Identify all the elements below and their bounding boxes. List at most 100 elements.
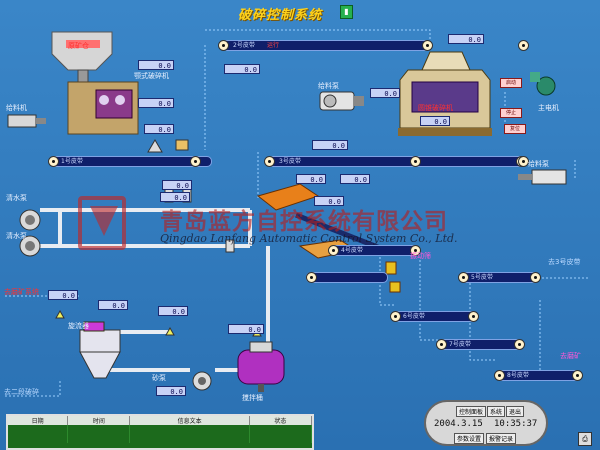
- company-name-cn: 青岛蓝方自控系统有限公司: [160, 209, 448, 235]
- cyclone-label: 旋流器: [68, 322, 89, 330]
- roller-icon: [436, 339, 447, 350]
- roller-icon: [264, 156, 275, 167]
- display-15: 0.0: [228, 324, 264, 334]
- right-pump-label: 给料泵: [528, 160, 549, 168]
- alarm-header-date: 日期: [8, 416, 69, 425]
- alarm-header-message: 信息文本: [129, 416, 250, 425]
- exit-button[interactable]: 退出: [506, 406, 525, 417]
- belt-1-label: 1号皮带: [61, 158, 83, 165]
- display-6: 0.0: [370, 88, 400, 98]
- cone-crusher-label: 圆锥破碎机: [418, 104, 453, 112]
- belt-6-label: 6号皮带: [403, 313, 425, 320]
- roller-icon: [530, 272, 541, 283]
- belt-6[interactable]: 6号皮带: [392, 311, 478, 322]
- company-logo: 青岛蓝方自控系统有限公司 Qingdao Lanfang Automatic C…: [78, 196, 586, 256]
- display-12: 0.0: [48, 290, 78, 300]
- display-13: 0.0: [98, 300, 128, 310]
- roller-icon: [458, 272, 469, 283]
- crusher-label: 颚式破碎机: [134, 72, 169, 80]
- top-pump-label: 给料泵: [318, 82, 339, 90]
- display-1: 0.0: [138, 60, 174, 70]
- roller-icon: [390, 311, 401, 322]
- date-display: 2004.3.15: [434, 419, 483, 429]
- belt-7[interactable]: 7号皮带: [438, 339, 524, 350]
- roller-icon: [328, 245, 339, 256]
- display-3: 0.0: [144, 124, 174, 134]
- tank-label: 搅拌桶: [242, 394, 263, 402]
- water-pump-2-label: 清水泵: [6, 232, 27, 240]
- belt-8[interactable]: 8号皮带: [496, 370, 582, 381]
- stop-button[interactable]: 停止: [500, 108, 522, 118]
- roller-icon: [190, 156, 201, 167]
- roller-icon: [306, 272, 317, 283]
- roller-icon: [514, 339, 525, 350]
- to-mill-label: 去磨矿系统: [4, 288, 39, 296]
- roller-icon: [518, 40, 529, 51]
- hopper-label: 原矿仓: [68, 42, 89, 50]
- belt-1[interactable]: 1号皮带: [50, 156, 212, 167]
- system-button[interactable]: 系统: [487, 406, 506, 417]
- display-5: 0.0: [448, 34, 484, 44]
- belt-5-label: 5号皮带: [471, 274, 493, 281]
- belt-7-label: 7号皮带: [449, 341, 471, 348]
- display-2: 0.0: [138, 98, 174, 108]
- table-row[interactable]: [8, 431, 313, 437]
- belt-2[interactable]: 2号皮带 运行: [222, 40, 432, 51]
- belt-9[interactable]: [306, 272, 388, 283]
- roller-icon: [422, 40, 433, 51]
- feeder-label: 给料机: [6, 104, 27, 112]
- display-17: 0.0: [160, 192, 190, 202]
- sand-pump-label: 砂泵: [152, 374, 166, 382]
- right-label-2: 去磨矿: [560, 352, 581, 360]
- roller-icon: [518, 156, 529, 167]
- company-logo-mark: [78, 196, 126, 250]
- main-motor-label: 主电机: [538, 104, 559, 112]
- belt-5[interactable]: 5号皮带: [460, 272, 540, 283]
- printer-icon[interactable]: ⎙: [578, 432, 592, 446]
- roller-icon: [468, 311, 479, 322]
- roller-icon: [572, 370, 583, 381]
- clock-bottom-buttons: 参数设置报警记录: [454, 433, 518, 444]
- alarm-table: 日期 时间 信息文本 状态: [6, 414, 314, 450]
- page-title: 破碎控制系统: [238, 8, 323, 23]
- display-9: 0.0: [162, 180, 192, 190]
- control-panel-button[interactable]: 控制面板: [456, 406, 487, 417]
- belt-4-label: 4号皮带: [341, 247, 363, 254]
- display-7: 0.0: [420, 116, 450, 126]
- parameter-button[interactable]: 参数设置: [454, 433, 485, 444]
- display-11: 0.0: [340, 174, 370, 184]
- clock-top-buttons: 控制面板系统退出: [456, 406, 525, 417]
- display-10: 0.0: [296, 174, 326, 184]
- alarm-header-status: 状态: [249, 416, 313, 425]
- reset-button[interactable]: 复位: [504, 124, 526, 134]
- bar-chart-icon[interactable]: ▮: [340, 5, 353, 19]
- roller-icon: [48, 156, 59, 167]
- alarm-log-button[interactable]: 报警记录: [486, 433, 517, 444]
- belt-4[interactable]: 4号皮带: [330, 245, 420, 256]
- clock-panel: 控制面板系统退出 2004.3.15 10:35:37 参数设置报警记录: [424, 400, 548, 446]
- belt-2-status: 运行: [267, 42, 280, 49]
- roller-icon: [410, 245, 421, 256]
- start-button[interactable]: 启动: [500, 78, 522, 88]
- display-8: 0.0: [312, 140, 348, 150]
- screen-label: 振动筛: [410, 252, 431, 260]
- roller-icon: [410, 156, 421, 167]
- roller-icon: [218, 40, 229, 51]
- display-18: 0.0: [314, 196, 344, 206]
- belt-2-label: 2号皮带: [233, 42, 255, 49]
- display-16: 0.0: [156, 386, 186, 396]
- alarm-header-time: 时间: [67, 416, 131, 425]
- display-14: 0.0: [158, 306, 188, 316]
- roller-icon: [494, 370, 505, 381]
- belt-3-label: 3号皮带: [279, 158, 301, 165]
- table-row[interactable]: [8, 425, 313, 431]
- display-4: 0.0: [224, 64, 260, 74]
- right-label-1: 去3号皮带: [548, 258, 581, 266]
- water-pump-1-label: 清水泵: [6, 194, 27, 202]
- table-row[interactable]: [8, 437, 313, 443]
- time-display: 10:35:37: [494, 419, 538, 429]
- belt-3[interactable]: 3号皮带: [268, 156, 526, 167]
- to-next-label: 去二段破碎: [4, 388, 39, 396]
